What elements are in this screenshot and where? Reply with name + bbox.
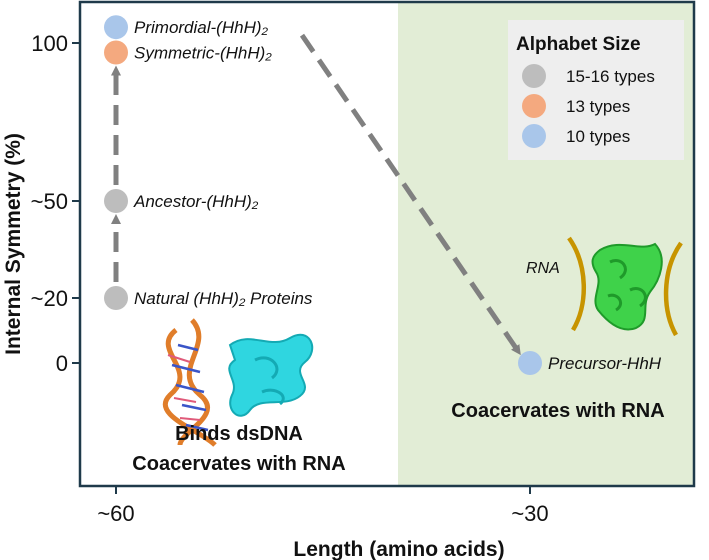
data-point <box>104 189 128 213</box>
legend-swatch-15-16 <box>522 64 546 88</box>
y-tick-label: ~50 <box>31 189 68 214</box>
rna-label: RNA <box>526 260 560 277</box>
data-point-label: Primordial-(HhH)₂ <box>134 18 269 37</box>
y-tick-label: 100 <box>31 31 68 56</box>
left-caption-line-1: Binds dsDNA <box>175 423 303 445</box>
right-caption: Coacervates with RNA <box>451 400 664 422</box>
legend-swatch-10 <box>522 124 546 148</box>
x-axis-title: Length (amino acids) <box>293 538 504 560</box>
x-ticks: ~60 ~30 <box>97 486 549 526</box>
arrows <box>111 33 521 356</box>
data-point-label: Ancestor-(HhH)₂ <box>133 192 259 211</box>
data-point <box>104 40 128 65</box>
dna-protein-structure-illustration <box>162 318 314 447</box>
legend-label-13: 13 types <box>566 97 630 116</box>
legend-title: Alphabet Size <box>516 34 641 55</box>
x-tick-label: ~60 <box>97 501 134 526</box>
rna-protein-structure-illustration: RNA <box>526 236 683 337</box>
y-tick-label: 0 <box>56 351 68 376</box>
data-points: Primordial-(HhH)₂ Symmetric-(HhH)₂ Ancesto… <box>104 15 662 375</box>
y-axis-title: Internal Symmetry (%) <box>2 133 25 355</box>
plot-frame <box>78 0 696 488</box>
data-point <box>104 286 128 310</box>
legend-label-10: 10 types <box>566 127 630 146</box>
left-caption-line-2: Coacervates with RNA <box>132 453 345 475</box>
legend: Alphabet Size 15-16 types 13 types 10 ty… <box>508 20 684 160</box>
data-point-label: Precursor-HhH <box>548 354 662 373</box>
legend-swatch-13 <box>522 94 546 118</box>
y-tick-label: ~20 <box>31 286 68 311</box>
x-tick-label: ~30 <box>511 501 548 526</box>
data-point <box>518 351 542 375</box>
data-point-label: Symmetric-(HhH)₂ <box>134 43 272 62</box>
y-ticks: 0 ~20 ~50 100 <box>31 31 80 376</box>
data-point-label: Natural (HhH)₂ Proteins <box>134 289 313 308</box>
arrow-primordial-to-precursor <box>299 33 521 356</box>
data-point <box>104 15 128 40</box>
legend-label-15-16: 15-16 types <box>566 67 655 86</box>
